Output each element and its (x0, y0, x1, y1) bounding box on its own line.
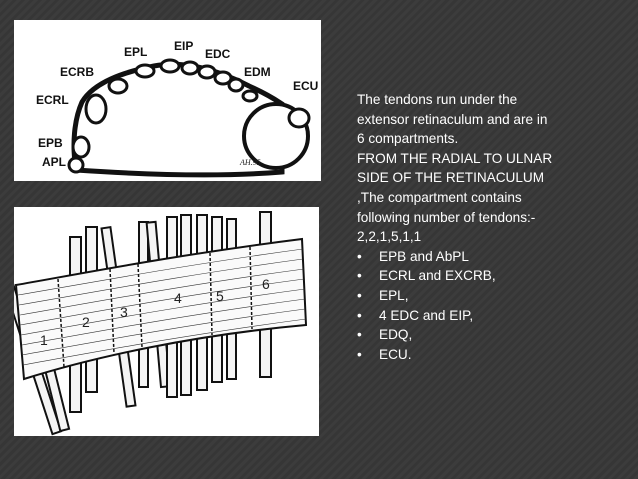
text-line-1: The tendons run under the (357, 92, 518, 107)
tendon-group (67, 58, 311, 174)
tendon-apl (67, 156, 85, 174)
list-item: • ECRL and EXCRB, (357, 266, 602, 286)
tendon-edm (241, 89, 259, 103)
compartment-number-2: 2 (82, 314, 90, 330)
bullet-dot: • (357, 327, 362, 343)
bullet-text: ECRL and EXCRB, (379, 268, 496, 284)
label-ecrb: ECRB (60, 65, 94, 79)
text-line-5: SIDE OF THE RETINACULUM (357, 170, 545, 186)
text-line-2: extensor retinaculum and are in (357, 111, 548, 127)
retinaculum-svg: 1 2 3 4 5 6 (14, 211, 308, 436)
bullet-dot: • (357, 346, 362, 362)
tendon-edc-3 (213, 70, 233, 86)
compartment-number-3: 3 (120, 304, 128, 320)
cross-section-diagram: EPL EIP EDC ECRB EDM ECU ECRL EPB APL AH… (14, 20, 321, 181)
bullet-text: EPL, (379, 287, 409, 303)
bullet-dot: • (357, 248, 362, 264)
retinaculum-diagram: 1 2 3 4 5 6 (14, 207, 319, 436)
compartment-dividers (57, 246, 253, 368)
bullet-dot: • (357, 287, 362, 303)
bullet-text: EDQ, (379, 327, 413, 343)
tendon-ecu (287, 107, 311, 129)
retinaculum-fibers (17, 248, 307, 366)
list-item: • EPB and AbPL (357, 247, 602, 267)
tendon-edc-2 (197, 64, 217, 80)
tendon-edc-4 (227, 77, 245, 93)
label-ecrl: ECRL (36, 93, 69, 107)
label-epl: EPL (124, 45, 147, 59)
list-item: • 4 EDC and EIP, (357, 306, 602, 326)
tendon-epl (134, 63, 156, 79)
slide-text: The tendons run under the extensor retin… (357, 90, 602, 364)
bullet-list: • EPB and AbPL • ECRL and EXCRB, • EPL, • 4 … (357, 247, 602, 365)
tendon-edc-1 (180, 60, 200, 76)
label-ecu: ECU (293, 79, 318, 93)
compartment-number-1: 1 (40, 332, 48, 348)
compartment-number-6: 6 (262, 276, 270, 292)
label-edc: EDC (205, 47, 231, 61)
tendon-ecrl (84, 93, 108, 125)
bullet-text: EPB and AbPL (379, 248, 469, 264)
text-line-3: 6 compartments. (357, 131, 459, 147)
list-item: • ECU. (357, 345, 602, 365)
tendon-epb (71, 135, 91, 159)
bullet-text: 4 EDC and EIP, (379, 307, 474, 323)
bullet-text: ECU. (379, 346, 412, 362)
bullet-dot: • (357, 307, 362, 323)
compartment-number-4: 4 (174, 290, 182, 306)
text-line-8: 2,2,1,5,1,1 (357, 229, 422, 245)
artist-signature: AH.95 (239, 158, 261, 167)
text-line-4: FROM THE RADIAL TO ULNAR (357, 150, 553, 166)
label-eip: EIP (174, 39, 193, 53)
retinaculum-band (14, 237, 308, 381)
label-edm: EDM (244, 65, 271, 79)
list-item: • EDQ, (357, 325, 602, 345)
bullet-dot: • (357, 268, 362, 284)
label-epb: EPB (38, 136, 63, 150)
tendon-ecrb (107, 77, 129, 95)
compartment-number-5: 5 (216, 288, 224, 304)
tendon-eip (159, 58, 181, 74)
text-line-7: following number of tendons:- (357, 209, 536, 225)
text-line-6: ,The compartment contains (357, 189, 522, 205)
list-item: • EPL, (357, 286, 602, 306)
label-apl: APL (42, 155, 66, 169)
cross-section-svg: EPL EIP EDC ECRB EDM ECU ECRL EPB APL AH… (36, 39, 318, 178)
